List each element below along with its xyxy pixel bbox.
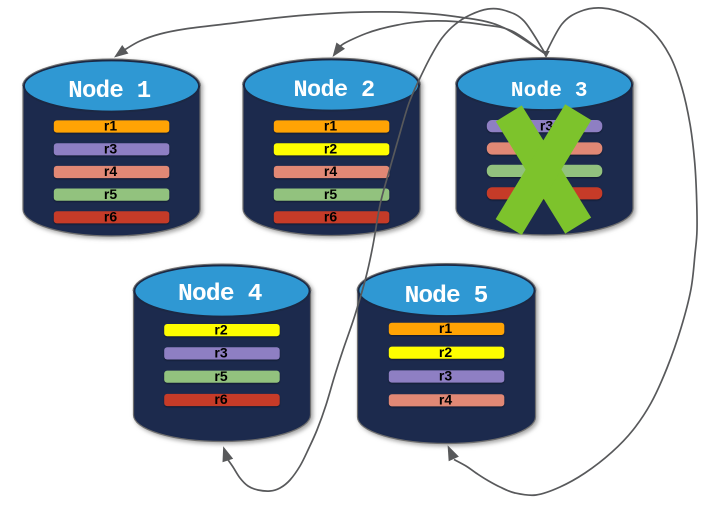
svg-text:r3: r3 — [214, 345, 227, 361]
svg-text:r2: r2 — [324, 141, 337, 157]
svg-text:r1: r1 — [104, 118, 117, 134]
svg-text:Node 1: Node 1 — [68, 78, 151, 105]
svg-text:Node 2: Node 2 — [293, 77, 374, 104]
svg-text:r4: r4 — [439, 392, 452, 408]
svg-text:r3: r3 — [439, 368, 452, 384]
svg-text:r1: r1 — [439, 320, 452, 336]
svg-text:r6: r6 — [104, 209, 117, 225]
svg-text:r4: r4 — [324, 163, 337, 179]
svg-text:Node 3: Node 3 — [511, 80, 588, 103]
svg-text:r2: r2 — [214, 321, 227, 337]
svg-text:r6: r6 — [324, 209, 337, 225]
svg-text:r3: r3 — [540, 117, 553, 133]
svg-text:r2: r2 — [439, 344, 452, 360]
svg-text:r6: r6 — [214, 391, 227, 407]
svg-text:Node 4: Node 4 — [178, 281, 262, 308]
svg-text:r1: r1 — [324, 118, 337, 134]
svg-text:r5: r5 — [324, 186, 337, 202]
svg-text:r5: r5 — [104, 186, 117, 202]
svg-text:r4: r4 — [104, 163, 117, 179]
svg-text:r3: r3 — [104, 141, 117, 157]
svg-text:Node 5: Node 5 — [405, 283, 488, 310]
svg-text:r5: r5 — [214, 368, 227, 384]
